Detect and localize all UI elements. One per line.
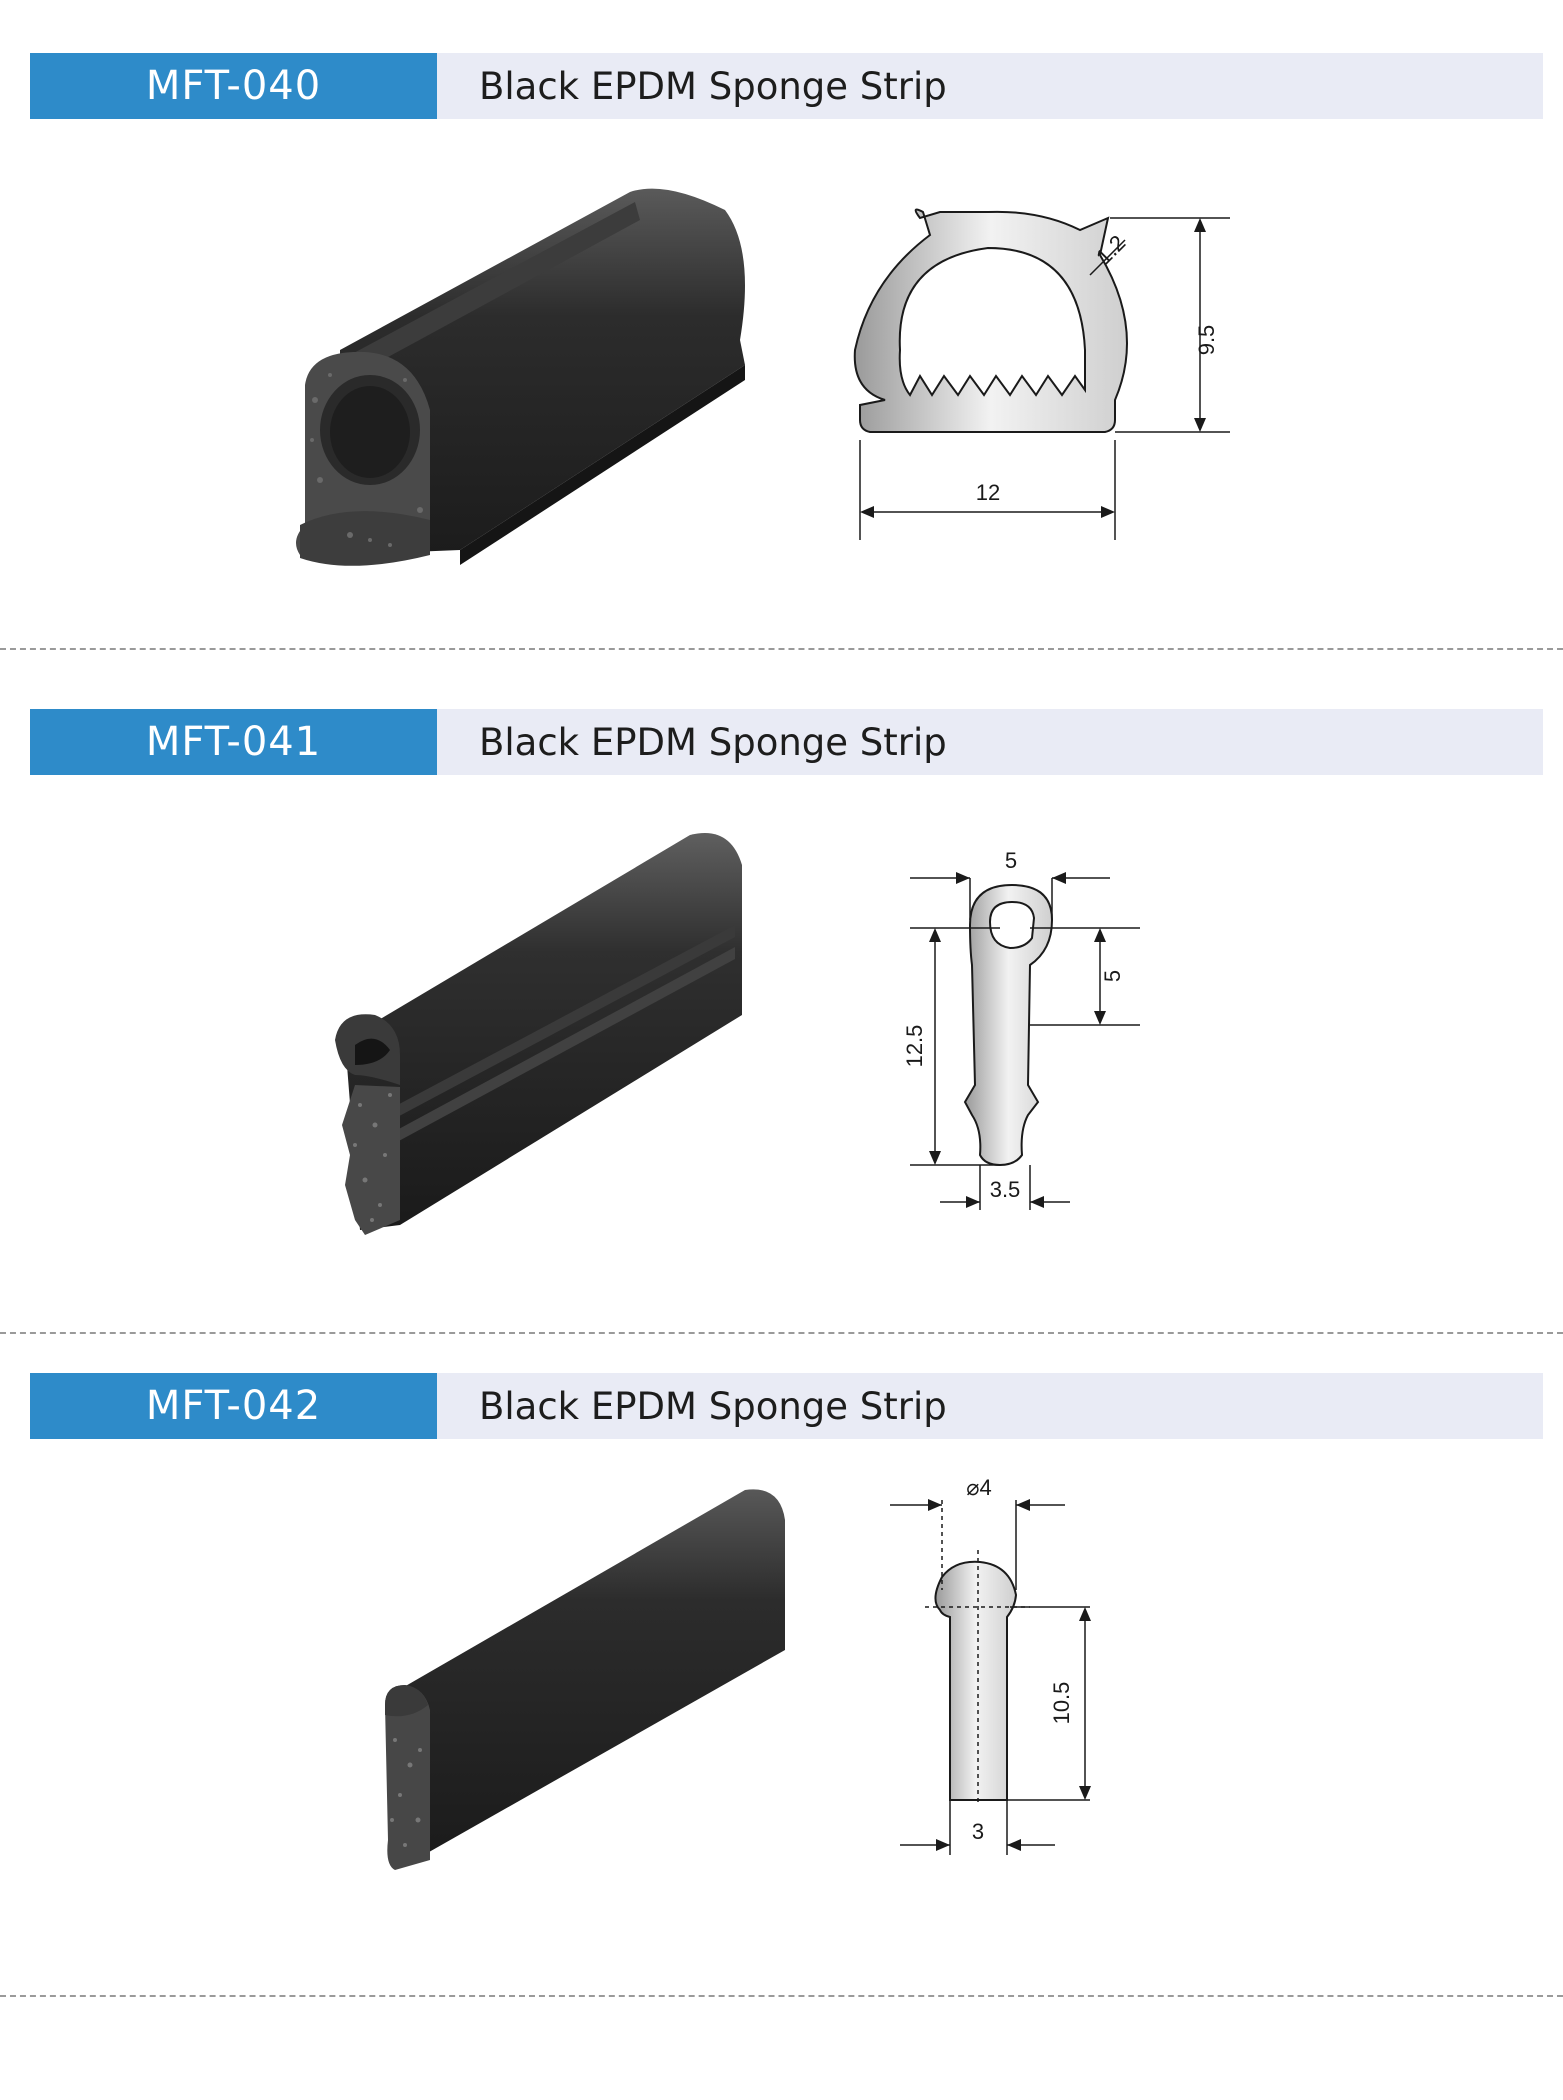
- dim-base-width-label: 3.5: [990, 1177, 1021, 1202]
- dim-base-width-label: 3: [972, 1819, 984, 1844]
- section-divider: [0, 648, 1563, 650]
- product-code-badge: MFT-041: [30, 709, 437, 775]
- product-code-badge: MFT-042: [30, 1373, 437, 1439]
- product-title: Black EPDM Sponge Strip: [437, 53, 1543, 119]
- dim-diameter-label: ⌀4: [966, 1475, 991, 1500]
- dim-height-label: 12.5: [902, 1025, 927, 1068]
- dim-width-label: 12: [976, 480, 1000, 505]
- product-render-image: [385, 1489, 785, 1870]
- section-divider: [0, 1332, 1563, 1334]
- dim-height-label: 10.5: [1049, 1682, 1074, 1725]
- section-divider: [0, 1995, 1563, 1997]
- product-render-image: [335, 833, 742, 1235]
- product-title: Black EPDM Sponge Strip: [437, 709, 1543, 775]
- cross-section-drawing: 5 5 12.5 3.5: [902, 848, 1140, 1210]
- product-render-image: [296, 188, 745, 566]
- product-title: Black EPDM Sponge Strip: [437, 1373, 1543, 1439]
- cross-section-drawing: ⌀4 10.5 3: [890, 1475, 1091, 1855]
- product-code-badge: MFT-040: [30, 53, 437, 119]
- dim-top-width-label: 5: [1005, 848, 1017, 873]
- cross-section-drawing: 9.5 12 1.2: [853, 208, 1230, 540]
- dim-bulb-height-label: 5: [1100, 970, 1125, 982]
- dim-height-label: 9.5: [1194, 325, 1219, 356]
